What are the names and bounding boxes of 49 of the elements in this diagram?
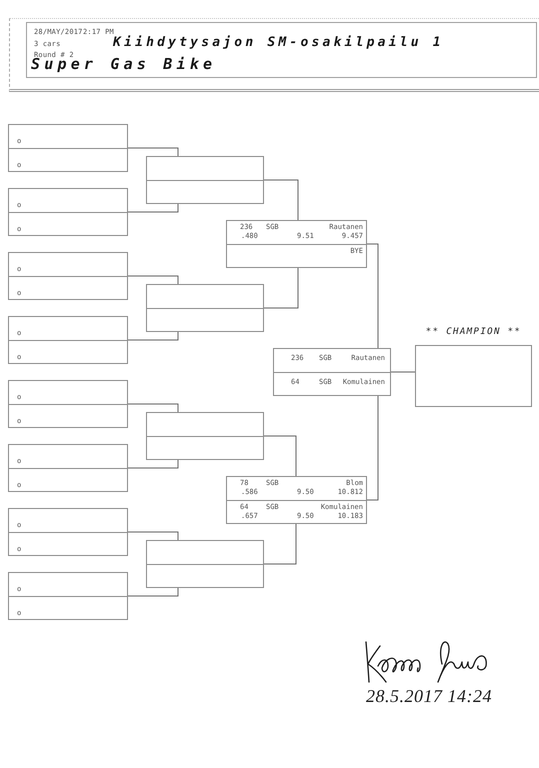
entry-slot — [8, 340, 128, 364]
entry-slot — [8, 124, 128, 148]
bracket-line — [264, 524, 296, 564]
entry-slot — [8, 188, 128, 212]
entry-slot — [8, 380, 128, 404]
entry-slot — [226, 220, 367, 244]
entry-slot — [226, 500, 367, 524]
bracket-line — [128, 460, 178, 468]
bracket-line — [366, 244, 378, 348]
entry-slot — [8, 276, 128, 300]
bracket-line — [128, 148, 178, 156]
entry-slot — [146, 436, 264, 460]
entry-slot — [8, 252, 128, 276]
entry-slot — [146, 412, 264, 436]
entry-slot — [226, 476, 367, 500]
entry-slot — [146, 564, 264, 588]
event-title: Kiihdytysajon SM-osakilpailu 1 — [113, 35, 444, 50]
bracket-line — [128, 532, 178, 540]
entry-slot — [226, 244, 367, 268]
entry-slot — [146, 284, 264, 308]
entry-slot — [8, 468, 128, 492]
entry-slot — [146, 540, 264, 564]
entry-slot — [273, 348, 391, 372]
bracket-line — [264, 268, 298, 308]
bracket-line — [128, 332, 178, 340]
bracket-line — [264, 436, 296, 476]
entry-slot — [8, 508, 128, 532]
bracket-line — [264, 180, 298, 220]
bracket-line — [128, 204, 178, 212]
entry-slot — [8, 404, 128, 428]
signature-date: 28.5.2017 14:24 — [366, 686, 492, 706]
entry-slot — [8, 316, 128, 340]
bracket-line — [366, 396, 378, 500]
entry-slot — [8, 212, 128, 236]
entry-slot — [8, 148, 128, 172]
entry-slot — [146, 308, 264, 332]
entry-slot — [273, 372, 391, 396]
champion-heading: ** CHAMPION ** — [424, 327, 522, 338]
entry-slot — [8, 444, 128, 468]
bracket-line — [128, 404, 178, 412]
header-box — [26, 22, 537, 78]
entry-slot — [8, 572, 128, 596]
entry-slot — [8, 532, 128, 556]
bracket-line — [128, 588, 178, 596]
entry-slot — [146, 180, 264, 204]
entry-slot — [146, 156, 264, 180]
class-title: Super Gas Bike — [31, 56, 216, 73]
entry-slot — [8, 596, 128, 620]
bracket-line — [128, 276, 178, 284]
